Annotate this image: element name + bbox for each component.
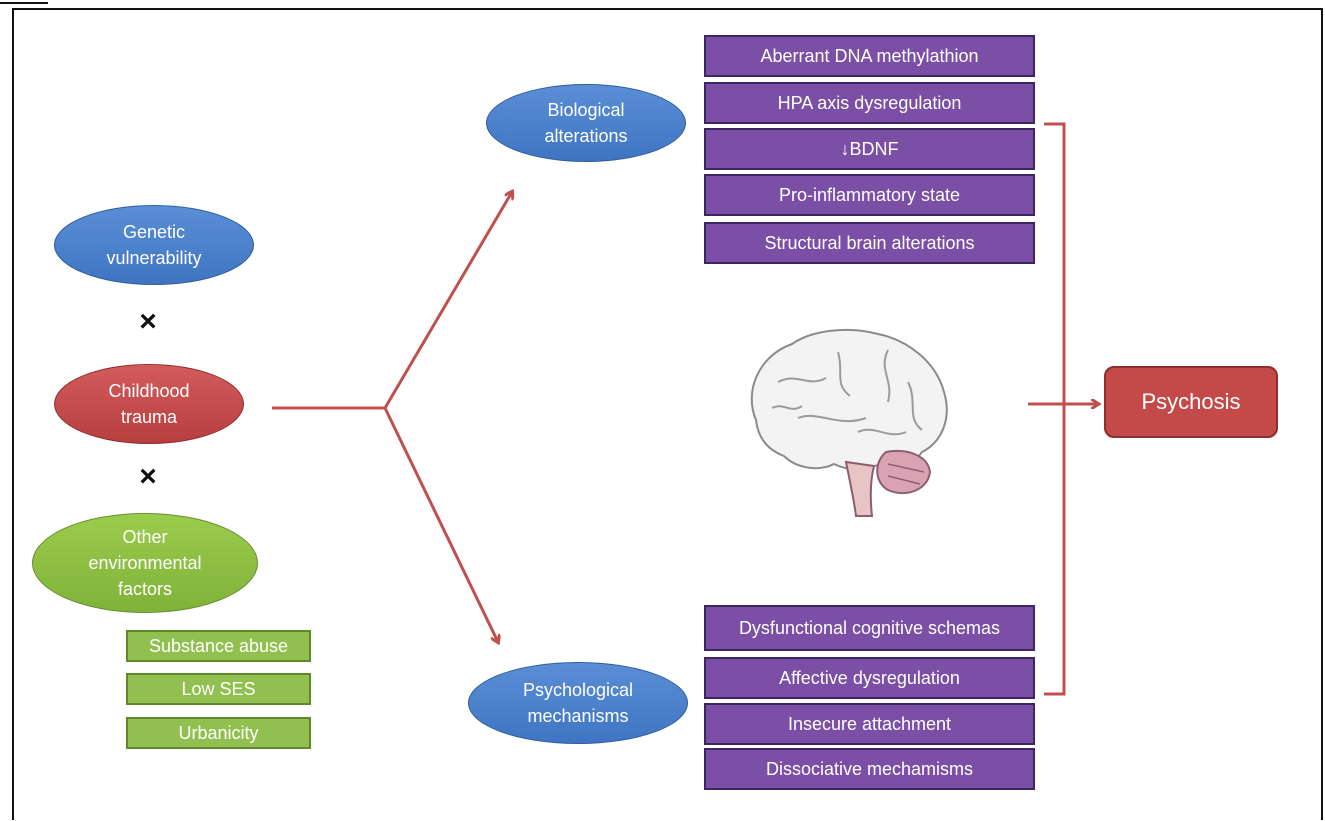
multiply-symbol-2: × xyxy=(139,460,157,493)
psychosis-label: Psychosis xyxy=(1141,389,1241,414)
psychological-mechanisms-oval: Psychological mechanisms xyxy=(468,662,688,744)
bio-item-dna-methylation: Aberrant DNA methylathion xyxy=(704,35,1035,77)
other-environmental-oval: Other environmental factors xyxy=(32,513,258,613)
childhood-trauma-label: Childhood trauma xyxy=(108,381,190,427)
bio-item-bdnf: ↓BDNF xyxy=(704,128,1035,170)
diagram-frame xyxy=(12,8,1323,820)
psy-item-affective: Affective dysregulation xyxy=(704,657,1035,699)
psychological-mechanisms-label: Psychological mechanisms xyxy=(522,680,634,726)
bio-item-hpa-axis: HPA axis dysregulation xyxy=(704,82,1035,124)
bio-item-structural: Structural brain alterations xyxy=(704,222,1035,264)
brain-icon xyxy=(750,328,948,517)
multiply-symbol-1: × xyxy=(139,305,157,338)
other-environmental-label: Other environmental factors xyxy=(88,527,202,599)
psychosis-box: Psychosis xyxy=(1104,366,1278,438)
bio-item-inflammatory: Pro-inflammatory state xyxy=(704,174,1035,216)
biological-alterations-oval: Biological alterations xyxy=(486,84,686,162)
psy-item-cognitive-schemas: Dysfunctional cognitive schemas xyxy=(704,605,1035,651)
env-factor-substance-abuse: Substance abuse xyxy=(126,630,311,662)
psy-item-attachment: Insecure attachment xyxy=(704,703,1035,745)
env-factor-low-ses: Low SES xyxy=(126,673,311,705)
childhood-trauma-oval: Childhood trauma xyxy=(54,364,244,444)
env-factor-urbanicity: Urbanicity xyxy=(126,717,311,749)
top-edge-mark xyxy=(0,2,48,4)
biological-alterations-label: Biological alterations xyxy=(544,100,628,146)
genetic-vulnerability-label: Genetic vulnerability xyxy=(106,222,202,268)
psy-item-dissociative: Dissociative mechamisms xyxy=(704,748,1035,790)
genetic-vulnerability-oval: Genetic vulnerability xyxy=(54,205,254,285)
